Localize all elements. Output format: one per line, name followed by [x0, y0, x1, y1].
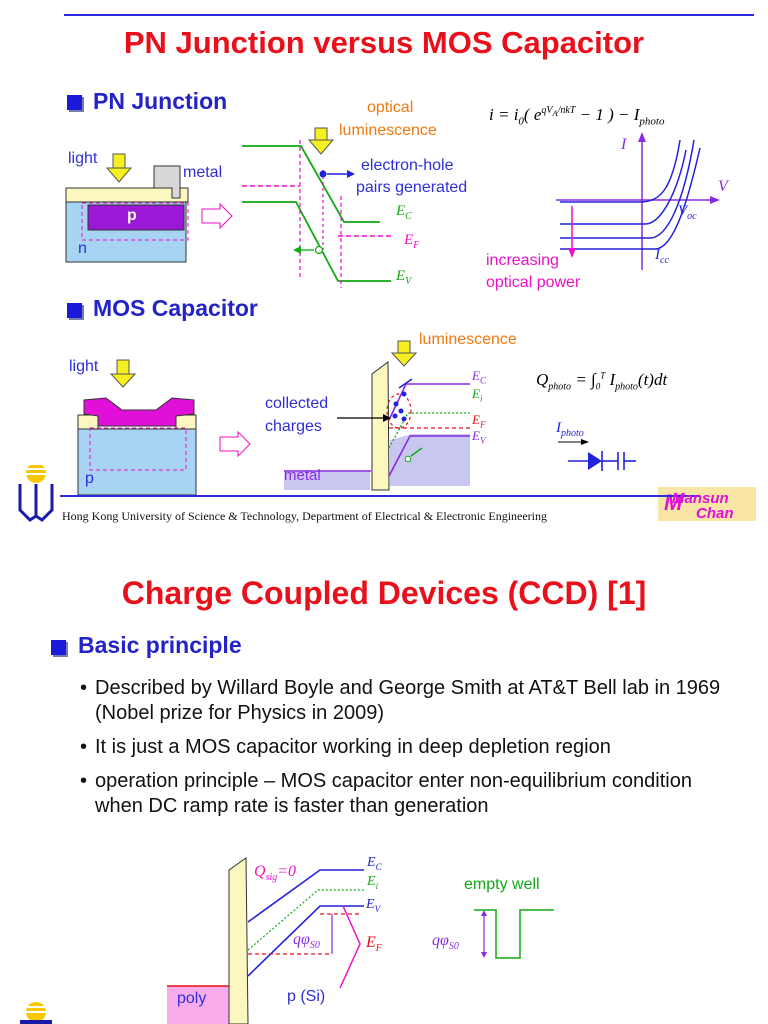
logo-text-mansun: Mansun — [672, 490, 729, 507]
bullet-square-icon-3 — [51, 640, 66, 655]
footer-rule — [60, 495, 700, 497]
pn-heading: PN Junction — [93, 88, 228, 114]
mos-luminescence-label: luminescence — [419, 331, 517, 348]
p-substrate — [77, 428, 197, 496]
luminescence-arrow-icon-2 — [390, 340, 418, 367]
psi-label: p (Si) — [287, 988, 326, 1005]
university-logo-icon — [18, 463, 54, 522]
bullet-square-icon-2 — [67, 303, 82, 318]
increasing-label: increasing — [486, 252, 559, 269]
mos-ef-label: EF — [472, 412, 486, 430]
poly-label: poly — [177, 990, 207, 1007]
footer-text: Hong Kong University of Science & Techno… — [62, 509, 548, 523]
slide1-diagrams: M — [18, 127, 756, 522]
charge-integral-equation: Qphoto = ∫0T Iphoto(t)dt — [536, 370, 668, 393]
electron-hole-label: electron-hole — [361, 157, 454, 174]
mos-light-label: light — [69, 358, 99, 375]
slide-pn-vs-mos: PN Junction versus MOS Capacitor PN Junc… — [18, 14, 756, 523]
voc-label: Voc — [678, 203, 697, 222]
light-label: light — [68, 150, 98, 167]
optical-power-label: optical power — [486, 274, 581, 291]
luminescence-label: luminescence — [339, 122, 437, 139]
mos-ev-label: EV — [472, 428, 486, 446]
mos-ec-label: EC — [472, 368, 486, 386]
ccd-ei-label: Ei — [367, 874, 379, 891]
well-qphi-label: qφS0 — [432, 932, 459, 953]
p-region — [87, 204, 185, 231]
n-label: n — [78, 240, 87, 257]
qsig-label: Qsig=0 — [254, 863, 297, 884]
basic-principle-heading: Basic principle — [78, 632, 242, 658]
ev-label: EV — [396, 268, 412, 287]
logo-text-chan: Chan — [696, 505, 734, 522]
axis-i-label: I — [621, 136, 627, 153]
iphoto-label: Iphoto — [556, 420, 584, 439]
light-arrow-icon-2 — [109, 359, 137, 388]
bullet-square-icon — [67, 95, 82, 110]
pairs-generated-label: pairs generated — [356, 179, 468, 196]
hollow-arrow-icon — [201, 202, 233, 230]
icc-label: Icc — [655, 247, 669, 266]
collected-label: collected — [265, 395, 329, 412]
ccd-ec-label: EC — [367, 855, 382, 872]
luminescence-arrow-icon — [307, 127, 335, 155]
ccd-band-diagram — [20, 857, 554, 1024]
mansun-chan-logo-icon: M — [658, 487, 756, 521]
charges-label: charges — [265, 418, 322, 435]
ccd-qphi-label: qφS0 — [293, 931, 320, 952]
bullet-item: operation principle – MOS capacitor ente… — [80, 769, 740, 819]
bullet-item: It is just a MOS capacitor working in de… — [80, 735, 740, 760]
axis-v-label: V — [718, 178, 728, 195]
empty-well-label: empty well — [464, 876, 540, 893]
slide2-title: Charge Coupled Devices (CCD) [1] — [121, 575, 647, 611]
mos-ei-label: Ei — [472, 386, 483, 404]
principle-bullets: Described by Willard Boyle and George Sm… — [80, 676, 740, 828]
top-rule — [64, 14, 754, 16]
photo-current-equation: i = i0( eqVA/nkT − 1 ) − Iphoto — [489, 105, 665, 128]
light-arrow-icon — [105, 153, 133, 183]
oxide-slab — [371, 361, 390, 491]
slide-title: PN Junction versus MOS Capacitor — [123, 25, 645, 60]
ef-label: EF — [404, 232, 420, 251]
mos-metal-label: metal — [284, 467, 321, 484]
slide-gap — [0, 530, 768, 553]
ec-label: EC — [396, 203, 412, 222]
hollow-arrow-icon-2 — [219, 430, 251, 458]
ccd-ev-label: EV — [366, 897, 381, 914]
mos-p-label: p — [85, 470, 94, 487]
optical-label: optical — [367, 99, 414, 116]
ccd-ef-label: EF — [366, 934, 382, 955]
p-label: p — [127, 207, 137, 224]
mos-heading: MOS Capacitor — [93, 295, 258, 321]
metal-label: metal — [183, 164, 223, 181]
bullet-item: Described by Willard Boyle and George Sm… — [80, 676, 740, 726]
